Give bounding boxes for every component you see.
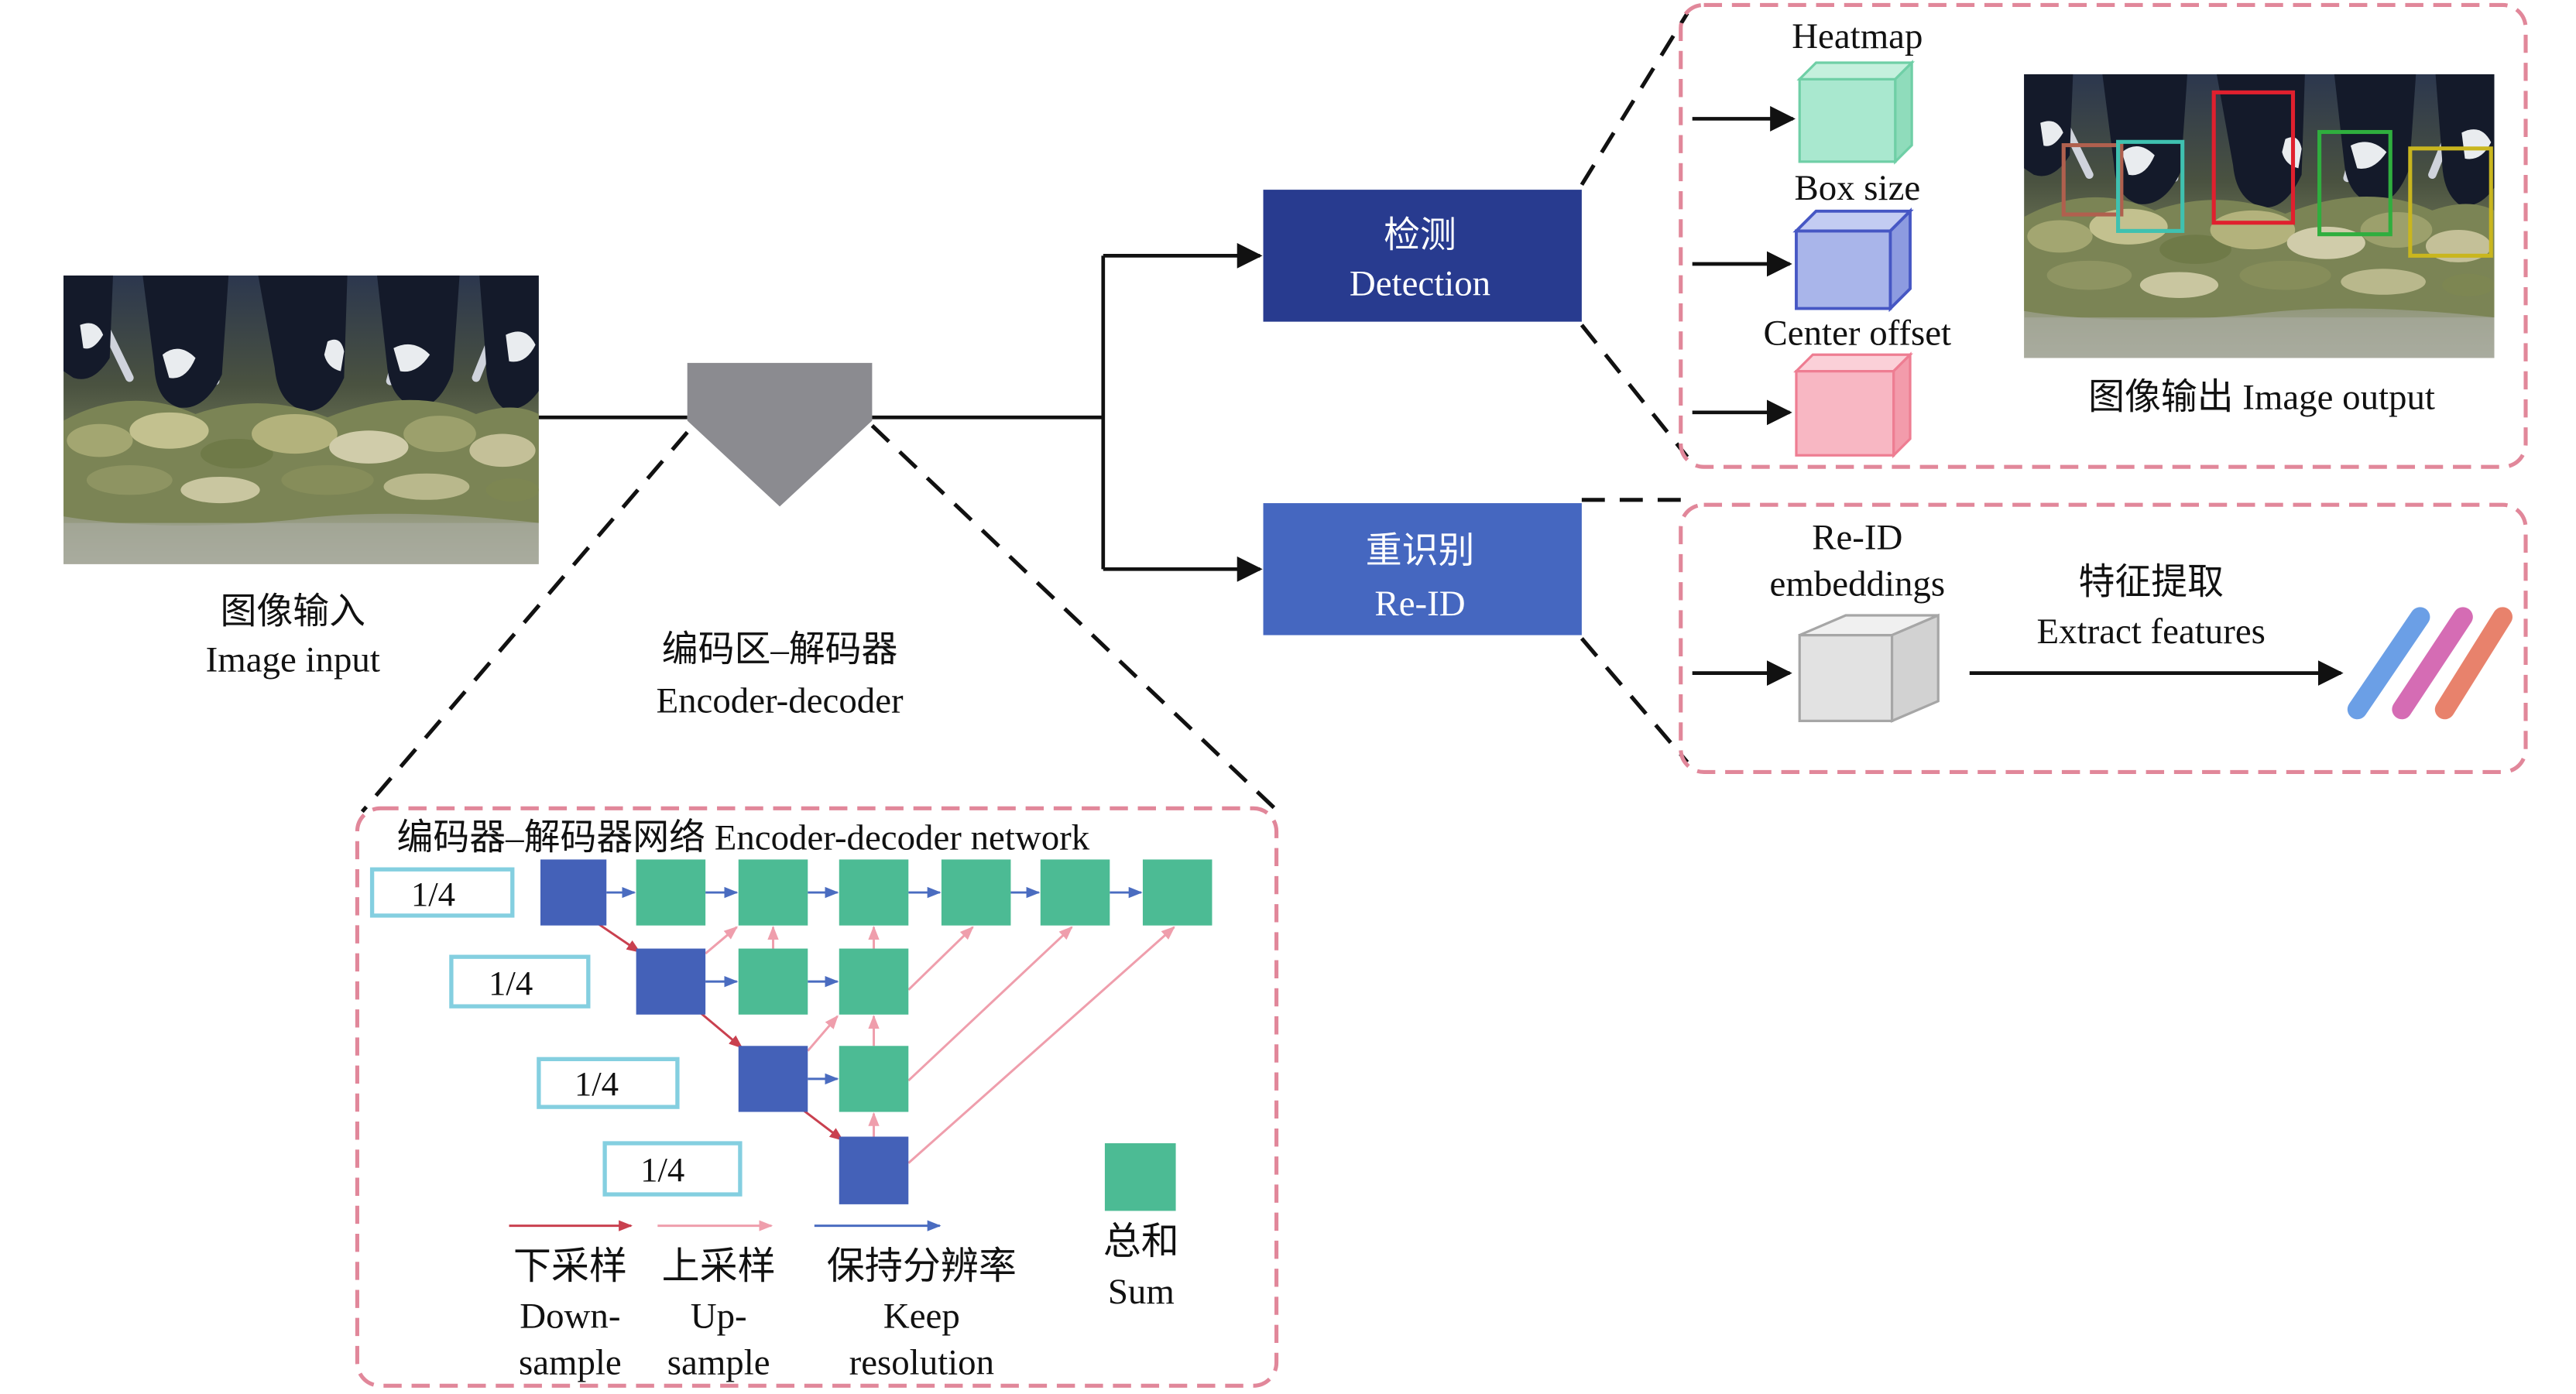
detection-bbox-4 — [2317, 129, 2392, 237]
heatmap-cube-side — [1894, 60, 1913, 165]
reid-label-zh: 重识别 — [1366, 531, 1475, 571]
scale-label-box-4 — [602, 1141, 743, 1197]
reid-box — [1263, 503, 1582, 635]
detection-box — [1263, 190, 1582, 322]
center-offset-cube-front — [1795, 369, 1895, 457]
reid-embeddings-label-line1: Re-ID — [1812, 518, 1902, 558]
downsample-arrow — [597, 923, 641, 954]
legend-keep-en-2: resolution — [849, 1342, 994, 1382]
upsample-arrow — [807, 1015, 839, 1052]
scale-label-box-3 — [537, 1057, 680, 1109]
center-offset-cube-top — [1793, 353, 1913, 373]
box-size-cube — [1792, 207, 1914, 313]
decoder-block — [839, 859, 909, 926]
detection-bbox-5 — [2408, 146, 2493, 258]
reid-embeddings-label-line2: embeddings — [1770, 563, 1946, 604]
legend-keep-zh: 保持分辨率 — [827, 1245, 1017, 1287]
legend-downsample-zh: 下采样 — [513, 1245, 627, 1287]
decoder-block — [636, 859, 706, 926]
encoder-zoom-line-left — [360, 430, 689, 813]
downsample-arrow — [699, 1012, 743, 1049]
center-offset-cube-side — [1892, 351, 1912, 459]
decoder-block — [839, 948, 909, 1015]
heatmap-label: Heatmap — [1792, 16, 1923, 57]
legend-downsample-en-2: sample — [519, 1342, 622, 1382]
reid-cube-front — [1798, 633, 1894, 723]
reid-cube-side — [1890, 613, 1940, 723]
scale-label-4: 1/4 — [640, 1150, 684, 1189]
input-label-zh: 图像输入 — [221, 592, 365, 632]
encoder-decoder-label-zh: 编码区–解码器 — [662, 630, 898, 670]
detection-bbox-2 — [2116, 139, 2185, 233]
encoder-block — [738, 1046, 808, 1112]
legend-downsample-en-1: Down- — [520, 1296, 620, 1337]
encoder-zoom-line-right — [870, 424, 1278, 812]
detection-zoom-line-top — [1580, 12, 1689, 187]
scale-label-2: 1/4 — [489, 964, 533, 1002]
heatmap-cube — [1796, 60, 1916, 165]
detection-bbox-1 — [2061, 143, 2124, 217]
reid-zoom-line-bottom — [1580, 637, 1689, 764]
heatmap-cube-top — [1796, 61, 1916, 80]
legend-keep-en-1: Keep — [883, 1296, 960, 1337]
heatmap-cube-front — [1798, 77, 1897, 163]
feature-vector-2 — [2392, 607, 2473, 720]
decoder-block — [738, 859, 808, 926]
upsample-arrow — [907, 926, 974, 991]
encoder-block — [540, 859, 607, 926]
extract-features-label-en: Extract features — [2036, 611, 2265, 652]
feature-vector-3 — [2434, 607, 2513, 720]
box-size-label: Box size — [1794, 168, 1920, 208]
feature-vector-1 — [2347, 607, 2430, 720]
reid-embeddings-cube — [1798, 613, 1940, 723]
legend-upsample-zh: 上采样 — [662, 1245, 776, 1287]
extract-features-label-zh: 特征提取 — [2078, 562, 2223, 602]
box-size-cube-side — [1888, 207, 1912, 313]
decoder-block — [941, 859, 1011, 926]
decoder-block — [839, 1046, 909, 1112]
detection-label-en: Detection — [1350, 264, 1490, 304]
legend-upsample-en-1: Up- — [691, 1296, 747, 1337]
reid-panel — [1679, 502, 2528, 775]
legend-sum-en: Sum — [1108, 1272, 1175, 1312]
encoder-block — [839, 1136, 909, 1204]
decoder-block — [1142, 859, 1213, 926]
detection-label-zh: 检测 — [1384, 216, 1456, 256]
detection-zoom-line-bottom — [1580, 324, 1689, 458]
box-size-cube-front — [1795, 229, 1892, 310]
input-photo — [63, 276, 539, 564]
downsample-arrows — [597, 923, 844, 1141]
legend-upsample-en-2: sample — [667, 1342, 770, 1382]
encoder-decoder-shape — [687, 362, 873, 507]
decoder-block — [738, 948, 808, 1015]
encoder-block — [636, 948, 706, 1015]
scale-label-box-1 — [369, 867, 515, 918]
network-title: 编码器–解码器网络 Encoder-decoder network — [397, 818, 1090, 858]
network-panel — [355, 806, 1279, 1388]
scale-label-1: 1/4 — [411, 875, 455, 913]
legend-sum-zh: 总和 — [1103, 1220, 1179, 1262]
scale-label-3: 1/4 — [575, 1064, 619, 1103]
decoder-block — [1040, 859, 1110, 926]
output-label: 图像输出 Image output — [2088, 378, 2435, 418]
scale-label-box-2 — [449, 954, 591, 1009]
upsample-arrows — [705, 926, 1175, 1164]
center-offset-label: Center offset — [1764, 313, 1952, 353]
upsample-arrow — [907, 926, 1073, 1082]
detection-panel — [1679, 2, 2528, 469]
legend-sum-block — [1104, 1143, 1176, 1211]
feature-vectors — [2347, 607, 2513, 720]
encoder-decoder-label-en: Encoder-decoder — [656, 681, 904, 721]
detection-bbox-3 — [2211, 90, 2296, 225]
downsample-arrow — [800, 1108, 844, 1141]
center-offset-cube — [1793, 351, 1913, 459]
input-label-en: Image input — [206, 639, 380, 680]
upsample-arrow — [907, 926, 1175, 1164]
keep-resolution-arrows — [606, 886, 1143, 1085]
upsample-arrow — [705, 926, 738, 955]
reid-label-en: Re-ID — [1374, 584, 1465, 624]
